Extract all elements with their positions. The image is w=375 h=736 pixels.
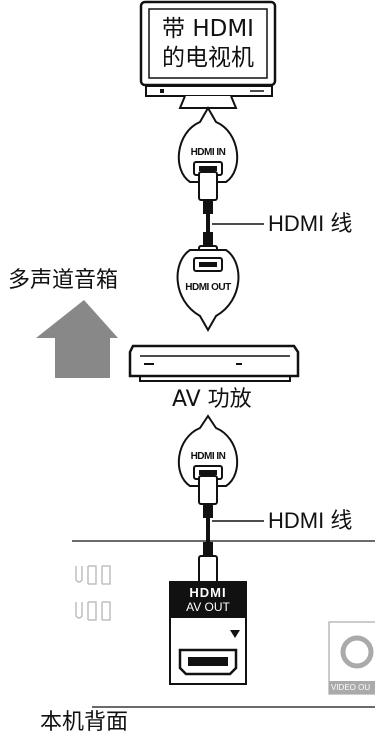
speaker-label: 多声道音箱 bbox=[8, 268, 119, 293]
video-out-label: VIDEO OU bbox=[331, 684, 371, 692]
player-rear-panel bbox=[72, 540, 375, 708]
hdmi-cable-upper-label: HDMI 线 bbox=[268, 211, 353, 236]
amp-hdmi-in-label: HDMI IN bbox=[190, 451, 226, 462]
amp-hdmi-out-label: HDMI OUT bbox=[185, 282, 231, 293]
hdmi-cable-lower-label: HDMI 线 bbox=[268, 508, 353, 533]
tv-hdmi-in-label: HDMI IN bbox=[190, 147, 226, 158]
speaker-output-arrow bbox=[36, 300, 118, 378]
player-rear-label: 本机背面 bbox=[40, 710, 129, 735]
amplifier-label: AV 功放 bbox=[172, 387, 252, 412]
av-out-label: AV OUT bbox=[186, 600, 230, 614]
av-amplifier-illustration bbox=[128, 344, 300, 382]
hdmi-logo: HDMI bbox=[189, 585, 227, 600]
video-out-partial bbox=[328, 621, 375, 695]
tv-label-line2: 的电视机 bbox=[162, 45, 254, 71]
tv-hdmi-in-callout bbox=[177, 105, 239, 183]
tv-illustration bbox=[139, 0, 277, 109]
amp-hdmi-out-callout bbox=[176, 249, 240, 333]
tv-label-line1: 带 HDMI bbox=[162, 16, 254, 42]
vent-slots bbox=[75, 565, 111, 621]
